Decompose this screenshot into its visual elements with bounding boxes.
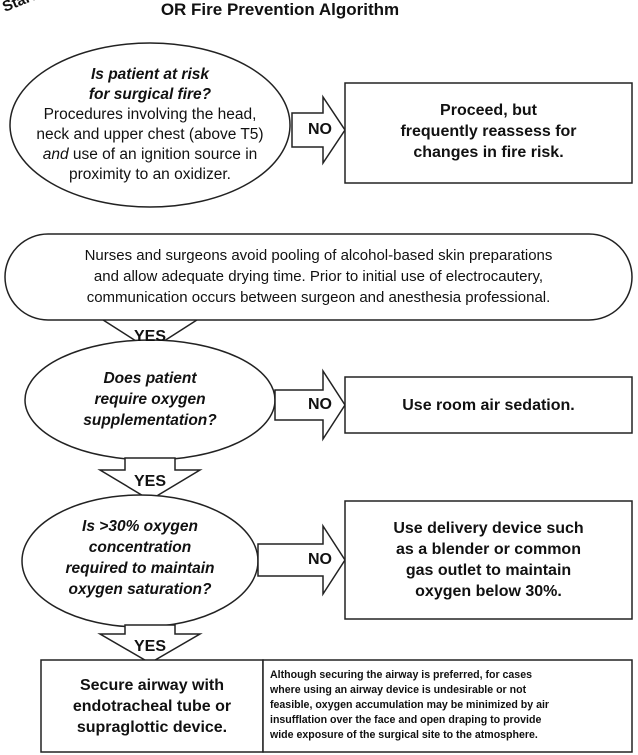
risk-question-line-2: for surgical fire? [88, 86, 212, 103]
delivery-device-box [344, 500, 633, 620]
concentration-question-line-2: concentration [88, 539, 192, 556]
proceed-line-3: changes in fire risk. [413, 144, 564, 161]
risk-detail-line-3-rest: use of an ignition source in [68, 146, 258, 163]
secure-airway-box [40, 659, 264, 753]
risk-detail-line-4: proximity to an oxidizer. [69, 166, 231, 183]
room-air-box [344, 376, 633, 434]
proceed-text: Proceed, but frequently reassess for cha… [345, 100, 632, 163]
airway-note-box [262, 659, 633, 753]
no-label-1: NO [308, 121, 332, 138]
risk-question-ellipse [9, 42, 291, 208]
delivery-device-text: Use delivery device such as a blender or… [345, 518, 632, 602]
yes-arrow-3 [97, 624, 203, 664]
yes-label-2: YES [133, 473, 166, 490]
oxygen-question-line-3: supplementation? [83, 412, 217, 429]
no-arrow-3 [257, 523, 346, 597]
oxygen-question-line-2: require oxygen [94, 391, 206, 408]
concentration-question-line-1: Is >30% oxygen [82, 518, 198, 535]
airway-note-line-1: Although securing the airway is preferre… [270, 669, 532, 681]
risk-detail-line-2: neck and upper chest (above T5) [36, 126, 264, 143]
airway-note-line-5: wide exposure of the surgical site to th… [270, 729, 538, 741]
yes-label-1: YES [133, 328, 166, 345]
yes-arrow-2 [97, 457, 203, 501]
delivery-device-line-2: as a blender or common [396, 541, 581, 558]
concentration-question: Is >30% oxygen concentration required to… [22, 516, 258, 600]
concentration-question-line-3: required to maintain [65, 560, 215, 577]
risk-detail-and: and [42, 146, 69, 163]
room-air-text: Use room air sedation. [402, 397, 575, 414]
airway-note-line-2: where using an airway device is undesira… [270, 684, 527, 696]
proceed-line-2: frequently reassess for [400, 123, 577, 140]
airway-note-line-3: feasible, oxygen accumulation may be min… [270, 699, 550, 711]
prep-note-text: Nurses and surgeons avoid pooling of alc… [12, 245, 625, 308]
delivery-device-line-3: gas outlet to maintain [405, 562, 572, 579]
secure-airway-line-1: Secure airway with [79, 677, 225, 694]
risk-question: Is patient at risk for surgical fire? Pr… [10, 65, 290, 185]
no-arrow-1 [291, 94, 346, 166]
prep-note-line-3: communication occurs between surgeon and… [86, 289, 551, 306]
secure-airway-line-2: endotracheal tube or [72, 698, 232, 715]
delivery-device-line-1: Use delivery device such [393, 520, 584, 537]
no-arrow-2 [274, 368, 346, 442]
yes-label-3: YES [133, 638, 166, 655]
risk-detail-line-1: Procedures involving the head, [43, 106, 257, 123]
proceed-line-1: Proceed, but [440, 102, 537, 119]
proceed-box [344, 82, 633, 184]
page-title: OR Fire Prevention Algorithm [160, 0, 400, 19]
prep-note-line-2: and allow adequate drying time. Prior to… [93, 268, 544, 285]
oxygen-question: Does patient require oxygen supplementat… [25, 368, 275, 431]
oxygen-question-line-1: Does patient [103, 370, 197, 387]
no-label-3: NO [308, 551, 332, 568]
prep-note-pill [4, 233, 633, 321]
concentration-question-line-4: oxygen saturation? [68, 581, 212, 598]
secure-airway-text: Secure airway with endotracheal tube or … [41, 675, 263, 738]
secure-airway-line-3: supraglottic device. [76, 719, 228, 736]
prep-note-line-1: Nurses and surgeons avoid pooling of alc… [84, 247, 553, 264]
delivery-device-line-4: oxygen below 30%. [415, 583, 562, 600]
airway-note-text: Although securing the airway is preferre… [270, 668, 630, 743]
no-label-2: NO [308, 396, 332, 413]
airway-note-line-4: insufflation over the face and open drap… [270, 714, 542, 726]
risk-question-line-1: Is patient at risk [90, 66, 209, 83]
risk-detail-line-3: and use of an ignition source in [10, 145, 290, 165]
